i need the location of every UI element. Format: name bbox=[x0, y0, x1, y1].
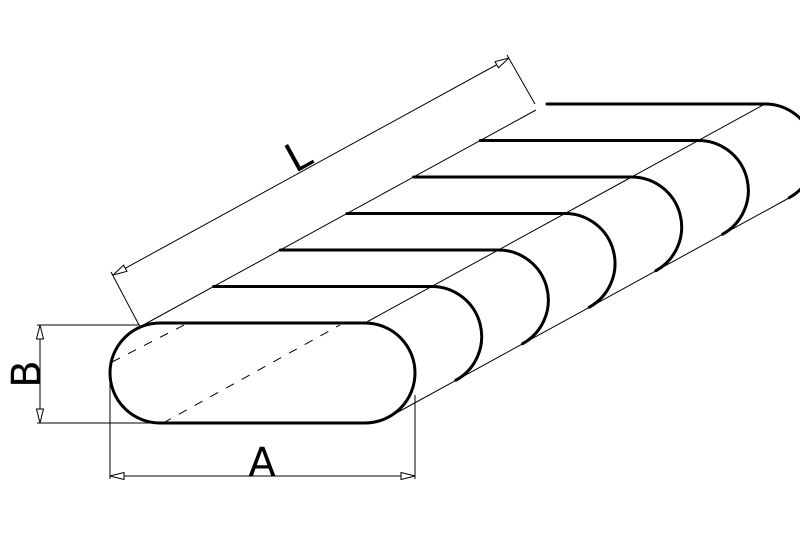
arrowhead bbox=[35, 408, 45, 424]
arrowhead bbox=[494, 57, 510, 69]
section-outline bbox=[345, 212, 617, 309]
arrowhead bbox=[109, 471, 125, 481]
arrowhead bbox=[35, 324, 45, 340]
arrowhead bbox=[112, 264, 128, 276]
section-outline bbox=[545, 102, 800, 200]
left-silhouette-line bbox=[135, 109, 537, 330]
arrowhead bbox=[400, 471, 416, 481]
dimension-line-l bbox=[112, 57, 510, 276]
hidden-line bbox=[111, 321, 191, 363]
section-outline bbox=[478, 139, 750, 236]
dimension-label-a: A bbox=[248, 440, 276, 486]
section-outline bbox=[212, 285, 484, 382]
dimension-label-b: B bbox=[4, 360, 50, 387]
extension-line-l-front bbox=[110, 271, 140, 326]
front-face-outline bbox=[108, 321, 417, 425]
hidden-line bbox=[162, 324, 341, 424]
section-outline bbox=[278, 248, 550, 346]
dimension-label-l: L bbox=[278, 131, 320, 182]
section-outline bbox=[412, 175, 684, 273]
dimension-lines bbox=[35, 54, 536, 481]
bar-body bbox=[108, 102, 800, 425]
extension-line-l-back bbox=[506, 54, 536, 105]
